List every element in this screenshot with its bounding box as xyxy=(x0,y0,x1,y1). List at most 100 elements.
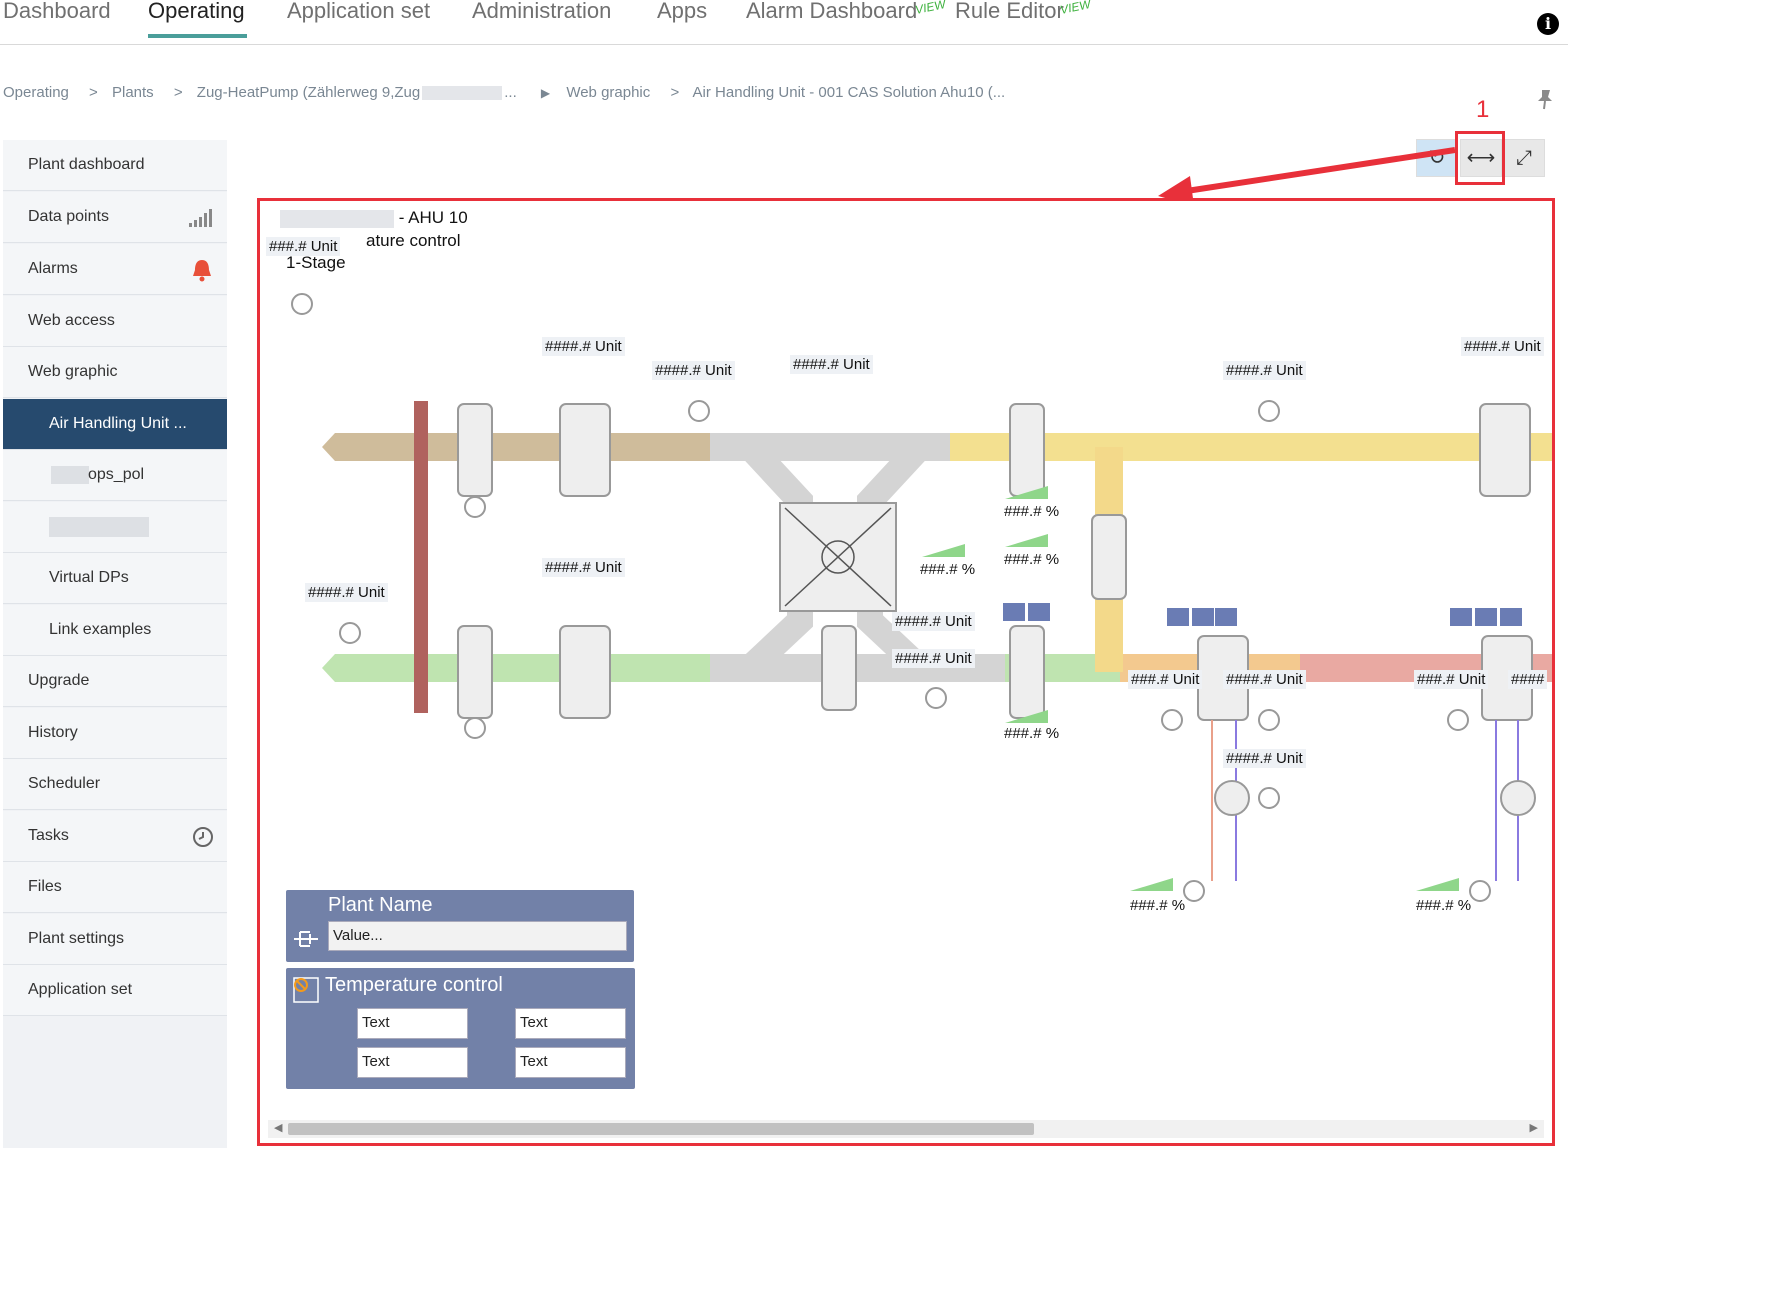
breadcrumb-plant[interactable]: Zug-HeatPump (Zählerweg 9,Zug xyxy=(196,84,421,101)
plant-name-value[interactable]: Value... xyxy=(328,921,627,951)
sidebar-item-virtual-dps[interactable]: Virtual DPs xyxy=(3,553,227,604)
sidebar-item-application-set[interactable]: Application set xyxy=(3,965,227,1016)
breadcrumb-blur xyxy=(422,86,503,101)
horizontal-scrollbar[interactable]: ◀ ▶ xyxy=(268,1120,1544,1138)
preview-badge-2: VIEW xyxy=(1058,0,1092,18)
sidebar-item-plant-settings[interactable]: Plant settings xyxy=(3,914,227,965)
breadcrumb-operating[interactable]: Operating xyxy=(3,84,69,101)
sidebar-item-web-access[interactable]: Web access xyxy=(3,296,227,347)
value-label[interactable]: ####.# Unit xyxy=(892,612,975,631)
text-field[interactable]: Text xyxy=(357,1047,468,1078)
value-label[interactable]: #### xyxy=(1508,670,1548,689)
horizontal-arrows-icon: ⟷ xyxy=(1466,147,1496,169)
value-label[interactable]: ####.# Unit xyxy=(790,355,873,374)
pin-icon[interactable] xyxy=(1535,88,1555,116)
value-label[interactable]: ####.# Unit xyxy=(1461,337,1544,356)
blurred-text xyxy=(49,517,149,537)
graphic-subtitle: ature control xyxy=(366,231,461,250)
value-label[interactable]: ####.# Unit xyxy=(892,649,975,668)
value-label[interactable]: ####.# Unit xyxy=(652,361,735,380)
breadcrumb-sep: > xyxy=(173,84,183,101)
signal-bars-icon xyxy=(189,209,212,227)
tab-dashboard[interactable]: Dashboard xyxy=(3,0,111,23)
sidebar-item-label: ops_pol xyxy=(88,466,145,483)
scrollbar-thumb[interactable] xyxy=(288,1123,1034,1135)
sidebar-item-label: Alarms xyxy=(28,260,78,277)
sidebar-item-upgrade[interactable]: Upgrade xyxy=(3,656,227,707)
breadcrumb-ellipsis: ... xyxy=(504,84,517,101)
value-label[interactable]: ####.# Unit xyxy=(542,337,625,356)
sidebar-item-label: Scheduler xyxy=(28,775,101,792)
sidebar-item-label: Air Handling Unit ... xyxy=(49,415,187,432)
breadcrumb-current: Air Handling Unit - 001 CAS Solution Ahu… xyxy=(692,84,1006,101)
graphic-title: - AHU 10 xyxy=(280,208,468,228)
percent-label: ###.# % xyxy=(1130,897,1186,914)
plant-name-title: Plant Name xyxy=(328,894,433,916)
tab-application-set[interactable]: Application set xyxy=(287,0,431,23)
sidebar-item-ops-pol[interactable]: ops_pol xyxy=(3,450,227,501)
sidebar-item-label: Application set xyxy=(28,981,133,998)
sidebar-item-label: Files xyxy=(28,878,62,895)
sidebar-item-label: Tasks xyxy=(28,827,69,844)
percent-label: ###.# % xyxy=(1004,725,1060,742)
top-navigation: Dashboard Operating Application set Admi… xyxy=(0,0,1568,45)
tab-apps[interactable]: Apps xyxy=(657,0,708,23)
sidebar-item-plant-dashboard[interactable]: Plant dashboard xyxy=(3,140,227,191)
sidebar-item-history[interactable]: History xyxy=(3,708,227,759)
value-label[interactable]: ####.# Unit xyxy=(1223,361,1306,380)
sidebar-item-label: Web graphic xyxy=(28,363,118,380)
breadcrumb-sep: ▶ xyxy=(540,86,551,100)
sidebar-item-label: History xyxy=(28,724,78,741)
value-label[interactable]: ###.# Unit xyxy=(1414,670,1489,689)
sidebar-item-web-graphic[interactable]: Web graphic xyxy=(3,347,227,398)
temperature-value[interactable]: ###.# Unit xyxy=(266,237,341,256)
ahu-schematic xyxy=(291,293,1552,902)
info-icon[interactable]: i xyxy=(1537,13,1559,35)
sidebar-item-data-points[interactable]: Data points xyxy=(3,192,227,243)
blurred-text xyxy=(280,209,394,228)
sidebar-item-label: Web access xyxy=(28,312,115,329)
sidebar-item-scheduler[interactable]: Scheduler xyxy=(3,759,227,810)
sidebar-item-label: Plant dashboard xyxy=(28,156,145,173)
sidebar-item-tasks[interactable]: Tasks xyxy=(3,811,227,862)
fullscreen-button[interactable]: ⤢ xyxy=(1503,139,1545,177)
annotation-highlight-box xyxy=(1455,131,1505,185)
value-label[interactable]: ####.# Unit xyxy=(542,558,625,577)
text-field[interactable]: Text xyxy=(357,1008,468,1039)
sidebar-item-label: Virtual DPs xyxy=(49,569,129,586)
value-label[interactable]: ####.# Unit xyxy=(1223,670,1306,689)
sidebar-item-blurred[interactable] xyxy=(3,502,227,553)
scroll-right-icon[interactable]: ▶ xyxy=(1529,1122,1538,1134)
expand-icon: ⤢ xyxy=(1516,147,1532,169)
setpoint-icon xyxy=(294,931,318,947)
text-field[interactable]: Text xyxy=(515,1008,626,1039)
tab-administration[interactable]: Administration xyxy=(472,0,612,23)
breadcrumb-plants[interactable]: Plants xyxy=(111,84,154,101)
sidebar-item-label: Upgrade xyxy=(28,672,90,689)
tab-alarm-dashboard[interactable]: Alarm Dashboard xyxy=(746,0,918,23)
value-label[interactable]: ####.# Unit xyxy=(1223,749,1306,768)
annotation-number: 1 xyxy=(1476,96,1490,123)
percent-label: ###.# % xyxy=(1004,503,1060,520)
value-label[interactable]: ####.# Unit xyxy=(305,583,388,602)
active-tab-underline xyxy=(148,34,247,38)
fit-width-button[interactable]: ⟷ xyxy=(1460,139,1502,177)
text-field[interactable]: Text xyxy=(515,1047,626,1078)
breadcrumb-sep: > xyxy=(89,84,98,101)
breadcrumb-web-graphic[interactable]: Web graphic xyxy=(566,84,651,101)
sidebar-item-files[interactable]: Files xyxy=(3,862,227,913)
graphic-title-text: - AHU 10 xyxy=(398,208,468,227)
sidebar-item-link-examples[interactable]: Link examples xyxy=(3,605,227,656)
graphic-stage: 1-Stage xyxy=(286,253,346,272)
scroll-left-icon[interactable]: ◀ xyxy=(274,1122,283,1134)
sidebar-item-alarms[interactable]: Alarms xyxy=(3,244,227,295)
bell-icon xyxy=(193,260,211,282)
tab-rule-editor[interactable]: Rule Editor xyxy=(955,0,1064,23)
value-label[interactable]: ###.# Unit xyxy=(1128,670,1203,689)
sidebar-item-air-handling-unit[interactable]: Air Handling Unit ... xyxy=(3,399,227,450)
tab-operating[interactable]: Operating xyxy=(148,0,245,23)
sidebar-item-label: Plant settings xyxy=(28,930,125,947)
web-graphic-canvas[interactable]: - AHU 10 ature control 1-Stage ###.# Uni… xyxy=(257,198,1555,1146)
clock-icon xyxy=(193,827,213,847)
breadcrumb: Operating > Plants > Zug-HeatPump (Zähle… xyxy=(3,84,1015,101)
